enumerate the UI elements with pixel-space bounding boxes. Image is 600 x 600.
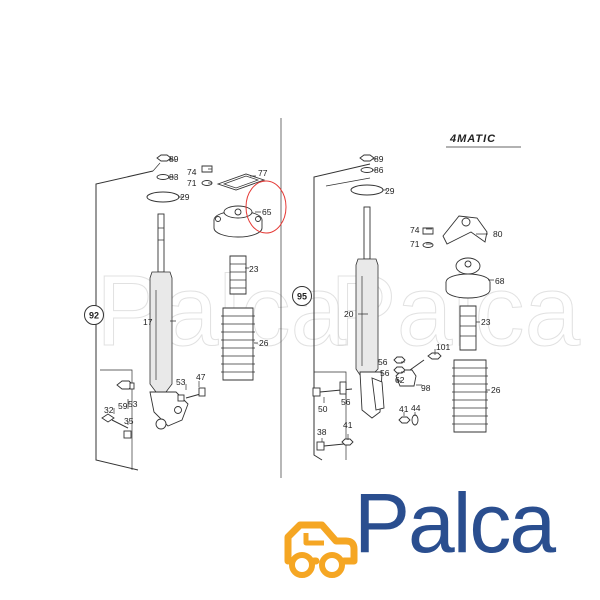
label-80: 80 xyxy=(493,229,503,239)
washer-83 xyxy=(156,174,170,180)
label-65: 65 xyxy=(262,207,272,217)
label-74-right: 74 xyxy=(410,225,420,235)
label-53-lower: 53 xyxy=(128,399,138,409)
bump-stop-23 xyxy=(229,255,247,295)
brand-logo: Palca xyxy=(276,481,596,587)
label-101: 101 xyxy=(436,342,450,352)
strut-body-20 xyxy=(355,258,379,376)
label-53-upper: 53 xyxy=(176,377,186,387)
label-20: 20 xyxy=(344,309,354,319)
washer-71-right xyxy=(422,242,434,248)
highlight-circle xyxy=(245,180,287,234)
callout-95-label: 95 xyxy=(297,292,307,302)
strut-body-17 xyxy=(149,271,173,393)
piston-rod xyxy=(157,213,165,273)
washer-44 xyxy=(411,414,419,426)
boot-26-right xyxy=(452,359,488,433)
label-41-lower: 41 xyxy=(343,420,353,430)
label-71: 71 xyxy=(187,178,197,188)
label-26-right: 26 xyxy=(491,385,501,395)
label-47: 47 xyxy=(196,372,206,382)
bolt-32-35 xyxy=(101,413,132,439)
label-89-right: 89 xyxy=(374,154,384,164)
label-56-middle: 56 xyxy=(380,368,390,378)
label-86: 86 xyxy=(374,165,384,175)
ring-29 xyxy=(146,191,180,203)
label-44: 44 xyxy=(411,403,421,413)
ring-29-right xyxy=(350,184,384,196)
nut-89-right xyxy=(359,154,375,162)
nut-74 xyxy=(201,165,213,173)
left-strut-assembly: 92 xyxy=(84,154,287,471)
callout-92 xyxy=(84,305,104,325)
brand-name: Palca xyxy=(354,476,556,570)
washer-86 xyxy=(360,167,374,173)
nut-41 xyxy=(398,416,411,424)
piston-rod-right xyxy=(363,206,371,260)
variant-label-text: 4MATIC xyxy=(449,133,496,145)
label-62: 62 xyxy=(395,375,405,385)
label-41-right: 41 xyxy=(399,404,409,414)
label-26: 26 xyxy=(259,338,269,348)
label-89: 89 xyxy=(169,154,179,164)
bolt-38 xyxy=(316,438,354,451)
label-83: 83 xyxy=(169,172,179,182)
label-59: 59 xyxy=(118,401,128,411)
label-74: 74 xyxy=(187,167,197,177)
label-71-right: 71 xyxy=(410,239,420,249)
label-56-upper: 56 xyxy=(378,357,388,367)
label-38: 38 xyxy=(317,427,327,437)
label-32: 32 xyxy=(104,405,114,415)
right-strut-assembly: 95 xyxy=(292,154,505,461)
label-56-lower: 56 xyxy=(341,397,351,407)
label-35: 35 xyxy=(124,416,134,426)
boot-26 xyxy=(221,307,255,381)
nut-89 xyxy=(156,154,172,162)
nut-74-right xyxy=(422,227,434,235)
car-icon xyxy=(284,521,358,578)
bolt-53-47 xyxy=(177,387,206,402)
callout-92-label: 92 xyxy=(89,311,99,321)
nut-56-top xyxy=(393,356,406,364)
label-23: 23 xyxy=(249,264,259,274)
label-68: 68 xyxy=(495,276,505,286)
bolt-50 xyxy=(312,381,353,397)
label-98: 98 xyxy=(421,383,431,393)
label-77: 77 xyxy=(258,168,268,178)
bump-stop-23-right xyxy=(459,305,477,351)
label-23-right: 23 xyxy=(481,317,491,327)
label-29-right: 29 xyxy=(385,186,395,196)
nut-59-53 xyxy=(116,380,135,390)
bolt-101 xyxy=(409,352,442,371)
callout-95 xyxy=(292,286,312,306)
label-50: 50 xyxy=(318,404,328,414)
label-17: 17 xyxy=(143,317,153,327)
bracket-80 xyxy=(442,215,488,245)
watermark-text-left: Palca xyxy=(96,255,347,367)
label-29: 29 xyxy=(180,192,190,202)
variant-label: 4MATIC xyxy=(446,133,521,148)
